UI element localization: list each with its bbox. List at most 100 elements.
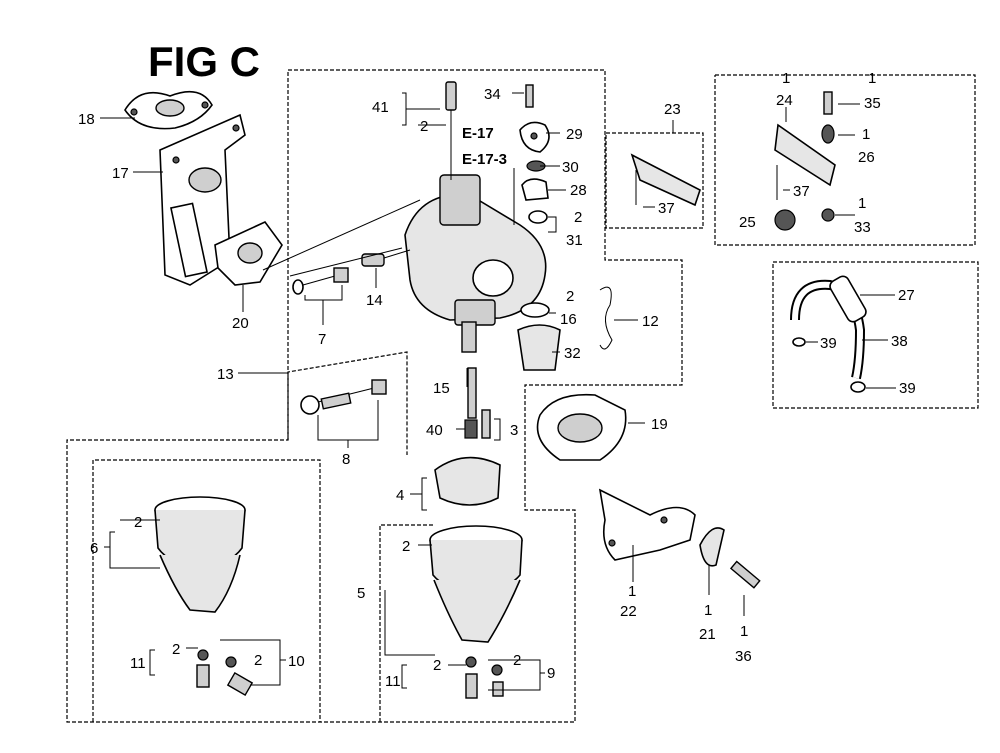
callout-32: 32	[564, 345, 581, 362]
callout-7: 7	[318, 331, 326, 348]
callout-27: 27	[898, 287, 915, 304]
screw-34	[525, 84, 534, 108]
callout-2-11-left: 2	[172, 641, 180, 658]
figure-title: FIG C	[148, 38, 260, 85]
callout-39-upper: 39	[820, 335, 837, 352]
part-23-box	[605, 132, 704, 229]
ring-31	[528, 210, 548, 224]
callout-22: 22	[620, 603, 637, 620]
collar-26	[821, 124, 835, 144]
hose-27	[829, 275, 867, 323]
float-4	[434, 456, 501, 506]
needle-15	[467, 367, 477, 419]
callout-9: 9	[547, 665, 555, 682]
callout-5: 5	[357, 585, 365, 602]
screw-41	[445, 81, 457, 180]
callout-31: 31	[566, 232, 583, 249]
callout-15: 15	[433, 380, 450, 397]
callout-39-lower: 39	[899, 380, 916, 397]
spring-12	[599, 286, 613, 350]
callout-24: 24	[776, 92, 793, 109]
knob-25	[774, 209, 796, 231]
part-24-group-outline	[714, 74, 976, 246]
callout-25: 25	[739, 214, 756, 231]
callout-1-21: 1	[704, 602, 712, 619]
carburetor-body	[404, 174, 547, 353]
clip-39-lower	[850, 381, 866, 393]
callout-11-left: 11	[130, 655, 146, 672]
callout-23: 23	[664, 101, 681, 118]
callout-38: 38	[891, 333, 908, 350]
callout-17: 17	[112, 165, 129, 182]
callout-11-right: 11	[385, 673, 401, 690]
bolt-11-right	[465, 656, 478, 699]
screw-35	[823, 91, 833, 115]
jet-holder-32	[517, 324, 561, 371]
callout-34: 34	[484, 86, 501, 103]
callout-3: 3	[510, 422, 518, 439]
callout-4: 4	[396, 487, 404, 504]
lower-left-group-outline	[92, 459, 321, 722]
callout-33: 33	[854, 219, 871, 236]
callout-36: 36	[735, 648, 752, 665]
gasket-19	[536, 393, 627, 461]
callout-2-5: 2	[402, 538, 410, 555]
callout-2-6: 2	[134, 514, 142, 531]
nut-33	[821, 208, 835, 222]
plate-21	[699, 527, 725, 567]
callout-8: 8	[342, 451, 350, 468]
callout-21: 21	[699, 626, 716, 643]
screw-assembly-8	[300, 379, 387, 415]
callout-37-left: 37	[658, 200, 675, 217]
callout-29: 29	[566, 126, 583, 143]
pilot-screw-7	[292, 267, 349, 295]
callout-40: 40	[426, 422, 443, 439]
float-bowl-6	[154, 496, 246, 613]
callout-12: 12	[642, 313, 659, 330]
callout-10: 10	[288, 653, 305, 670]
washer-40	[464, 419, 478, 439]
callout-18: 18	[78, 111, 95, 128]
callout-37-right: 37	[793, 183, 810, 200]
callout-1-35: 1	[868, 70, 876, 87]
callout-1-26: 1	[862, 126, 870, 143]
callout-2-31: 2	[574, 209, 582, 226]
hose-group-box	[772, 261, 979, 409]
callout-1-36: 1	[740, 623, 748, 640]
callout-16: 16	[560, 311, 577, 328]
drain-screw-10	[225, 656, 254, 697]
callout-1-24: 1	[782, 70, 790, 87]
ref-label-e17-3: E-17-3	[462, 151, 507, 168]
callout-1-33: 1	[858, 195, 866, 212]
bracket-22	[598, 488, 696, 561]
callout-13: 13	[217, 366, 234, 383]
callout-35: 35	[864, 95, 881, 112]
callout-28: 28	[570, 182, 587, 199]
needle-group-outline	[287, 351, 408, 455]
lever-24	[774, 123, 836, 200]
leader-lines	[100, 92, 896, 691]
callout-41: 41	[372, 99, 389, 116]
callout-26: 26	[858, 149, 875, 166]
drain-screw-9	[491, 664, 504, 697]
bolt-11-left	[196, 649, 210, 688]
callout-2-9: 2	[513, 652, 521, 669]
callout-1-22: 1	[628, 583, 636, 600]
callout-6: 6	[90, 540, 98, 557]
ref-label-e17: E-17	[462, 125, 494, 142]
callout-14: 14	[366, 292, 383, 309]
callout-2-41: 2	[420, 118, 428, 135]
main-group-outline	[66, 69, 683, 723]
callout-20: 20	[232, 315, 249, 332]
screw-36	[729, 560, 761, 589]
callout-2-16: 2	[566, 288, 574, 305]
cap-28	[521, 178, 549, 201]
clip-39-upper	[792, 337, 806, 347]
lever-23	[630, 153, 701, 207]
callout-numbers: 18 17 20 41 2 34 29 30 28 2 31 14 7 2 16…	[78, 70, 916, 690]
cover-29	[519, 121, 550, 153]
callout-2-11-right: 2	[433, 657, 441, 674]
gasket-18	[124, 90, 213, 130]
float-bowl-5	[429, 525, 523, 643]
